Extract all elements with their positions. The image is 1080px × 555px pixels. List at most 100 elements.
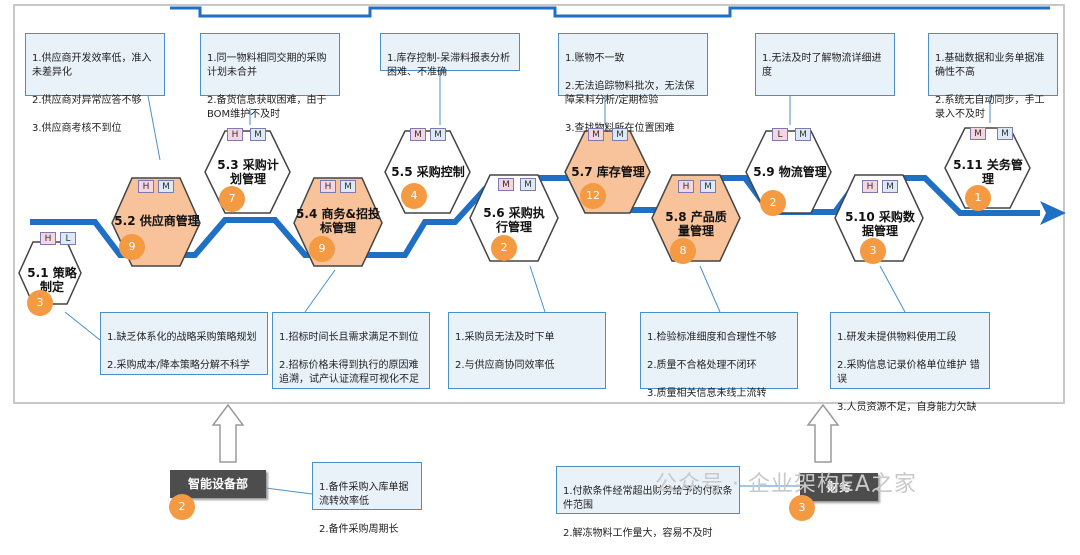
priority-tag: H bbox=[227, 128, 243, 141]
callout-line: 2.无法追踪物料批次，无法保障呆料分析/定期检验 bbox=[565, 81, 695, 106]
callout-line: 2.质量不合格处理不闭环 bbox=[647, 360, 757, 371]
callout-5-3: 1.同一物料相同交期的采购计划未合并 2.备货信息获取困难，由于BOM维护不及时 bbox=[200, 33, 340, 120]
hex-title-5-6: 5.6 采购执行管理 bbox=[483, 206, 545, 234]
issue-count-badge: 2 bbox=[491, 235, 517, 261]
department-label: 财务 bbox=[800, 473, 878, 501]
priority-tag: H bbox=[678, 180, 694, 193]
hex-title-5-8: 5.8 产品质量管理 bbox=[665, 210, 727, 238]
priority-tag: M bbox=[882, 180, 898, 193]
callout-line: 2.备货信息获取困难，由于BOM维护不及时 bbox=[207, 95, 327, 120]
up-arrow-dept-1 bbox=[211, 403, 245, 463]
priority-tag: M bbox=[250, 128, 266, 141]
callout-5-11: 1.基础数据和业务单据准确性不高 2.系统无自动同步，手工录入不及时 bbox=[928, 33, 1058, 120]
hex-title-5-3: 5.3 采购计划管理 bbox=[217, 158, 279, 186]
connector-5-2 bbox=[147, 95, 161, 161]
priority-tag: M bbox=[970, 127, 986, 140]
issue-count-badge: 2 bbox=[760, 190, 786, 216]
callout-line: 1.基础数据和业务单据准确性不高 bbox=[935, 53, 1045, 78]
callout-5-7: 1.账物不一致 2.无法追踪物料批次，无法保障呆料分析/定期检验 3.查找物料所… bbox=[558, 33, 708, 134]
callout-5-1: 1.缺乏体系化的战略采购策略规划 2.采购成本/降本策略分解不科学 bbox=[100, 312, 268, 375]
top-step-line bbox=[170, 6, 1050, 18]
priority-tag: M bbox=[430, 128, 446, 141]
callout-line: 3.供应商考核不到位 bbox=[32, 123, 122, 134]
priority-tag: H bbox=[320, 180, 336, 193]
callout-line: 2.采购信息记录价格单位维护 错 误 bbox=[837, 360, 980, 385]
callout-5-10: 1.研发未提供物料使用工段 2.采购信息记录价格单位维护 错 误 3.人员资源不… bbox=[830, 312, 990, 413]
callout-line: 1.同一物料相同交期的采购计划未合并 bbox=[207, 53, 327, 78]
priority-tag: M bbox=[498, 178, 514, 191]
callout-line: 1.付款条件经常超出财务给予的付款条件范围 bbox=[563, 486, 733, 511]
priority-tag: H bbox=[40, 232, 56, 245]
hex-5-6 bbox=[469, 174, 559, 262]
callout-line: 3.查找物料所在位置困难 bbox=[565, 122, 701, 136]
issue-count-badge: 3 bbox=[789, 495, 815, 521]
callout-5-8: 1.检验标准细度和合理性不够 2.质量不合格处理不闭环 3.质量相关信息未线上流… bbox=[640, 312, 798, 399]
watermark-text: 公众号 · 企业架构EA之家 bbox=[655, 472, 917, 497]
department-label: 智能设备部 bbox=[170, 470, 266, 498]
priority-tag: L bbox=[60, 232, 76, 245]
priority-tag: M bbox=[588, 128, 604, 141]
issue-count-badge: 4 bbox=[401, 183, 427, 209]
callout-line: 2.备件采购周期长 bbox=[319, 524, 399, 535]
priority-tag: M bbox=[795, 128, 811, 141]
issue-count-badge: 3 bbox=[860, 238, 886, 264]
issue-count-badge: 9 bbox=[309, 236, 335, 262]
issue-count-badge: 3 bbox=[27, 290, 53, 316]
connector-5-10 bbox=[879, 265, 906, 313]
callout-dept-1: 1.备件采购入库单据流转效率低 2.备件采购周期长 bbox=[312, 462, 422, 535]
priority-tag: M bbox=[612, 128, 628, 141]
diagram-frame bbox=[13, 4, 1065, 404]
issue-count-badge: 1 bbox=[965, 185, 991, 211]
hex-title-5-7: 5.7 库存管理 bbox=[571, 165, 645, 179]
priority-tag: H bbox=[138, 180, 154, 193]
callout-line: 1.检验标准细度和合理性不够 bbox=[647, 332, 777, 343]
callout-5-2: 1.供应商开发效率低，准入未差异化 2.供应商对异常应答不够 3.供应商考核不到… bbox=[25, 33, 165, 134]
callout-line: 1.账物不一致 bbox=[565, 53, 625, 64]
issue-count-badge: 12 bbox=[580, 183, 606, 209]
hex-title-5-10: 5.10 采购数据管理 bbox=[845, 210, 915, 238]
issue-count-badge: 2 bbox=[169, 494, 195, 520]
callout-line: 1.缺乏体系化的战略采购策略规划 bbox=[107, 332, 257, 343]
hex-title-5-9: 5.9 物流管理 bbox=[753, 165, 827, 179]
callout-line: 3.人员资源不足，自身能力欠缺 bbox=[837, 402, 977, 413]
hex-title-5-4: 5.4 商务&招投标管理 bbox=[296, 207, 380, 235]
priority-tag: M bbox=[158, 180, 174, 193]
connector-5-4 bbox=[304, 269, 336, 313]
hex-title-5-11: 5.11 关务管理 bbox=[953, 158, 1023, 186]
hex-title-5-5: 5.5 采购控制 bbox=[391, 165, 465, 179]
callout-5-6: 1.采购员无法及时下单 2.与供应商协同效率低 bbox=[448, 312, 606, 389]
callout-5-4: 1.招标时间长且需求满足不到位 2.招标价格未得到执行的原因难追溯，试产认证流程… bbox=[272, 312, 430, 389]
up-arrow-dept-2 bbox=[806, 403, 840, 463]
hex-title-5-1: 5.1 策略制定 bbox=[27, 266, 77, 294]
hex-5-10 bbox=[834, 174, 924, 262]
callout-5-5: 1.库存控制-呆滞料报表分析困难、不准确 bbox=[380, 33, 520, 78]
callout-line: 3.质量相关信息未线上流转 bbox=[647, 388, 767, 399]
callout-line: 2.招标价格未得到执行的原因难追溯，试产认证流程可视化不足 bbox=[279, 360, 419, 385]
priority-tag: M bbox=[340, 180, 356, 193]
callout-line: 2.供应商对异常应答不够 bbox=[32, 95, 142, 106]
hex-title-5-2: 5.2 供应商管理 bbox=[114, 214, 200, 228]
issue-count-badge: 8 bbox=[670, 238, 696, 264]
callout-line: 1.无法及时了解物流详细进度 bbox=[762, 53, 882, 78]
priority-tag: M bbox=[520, 178, 536, 191]
priority-tag: L bbox=[772, 128, 788, 141]
callout-line: 1.研发未提供物料使用工段 bbox=[837, 332, 957, 343]
priority-tag: M bbox=[410, 128, 426, 141]
callout-line: 2.解冻物料工作量大，容易不及时 bbox=[563, 528, 713, 539]
priority-tag: H bbox=[862, 180, 878, 193]
connector-5-8 bbox=[699, 265, 721, 313]
callout-line: 1.供应商开发效率低，准入未差异化 bbox=[32, 53, 152, 78]
callout-line: 1.库存控制-呆滞料报表分析困难、不准确 bbox=[387, 53, 511, 78]
connector-5-1 bbox=[64, 311, 101, 341]
callout-line: 2.与供应商协同效率低 bbox=[455, 360, 555, 371]
callout-line: 1.备件采购入库单据流转效率低 bbox=[319, 482, 409, 507]
callout-line: 2.采购成本/降本策略分解不科学 bbox=[107, 360, 250, 371]
hex-5-8 bbox=[651, 174, 741, 262]
issue-count-badge: 7 bbox=[219, 186, 245, 212]
callout-5-9: 1.无法及时了解物流详细进度 bbox=[755, 33, 895, 96]
process-diagram: 1.供应商开发效率低，准入未差异化 2.供应商对异常应答不够 3.供应商考核不到… bbox=[13, 4, 1066, 539]
priority-tag: M bbox=[997, 127, 1013, 140]
callout-line: 1.招标时间长且需求满足不到位 bbox=[279, 332, 419, 343]
priority-tag: M bbox=[700, 180, 716, 193]
callout-line: 2.系统无自动同步，手工录入不及时 bbox=[935, 95, 1045, 120]
